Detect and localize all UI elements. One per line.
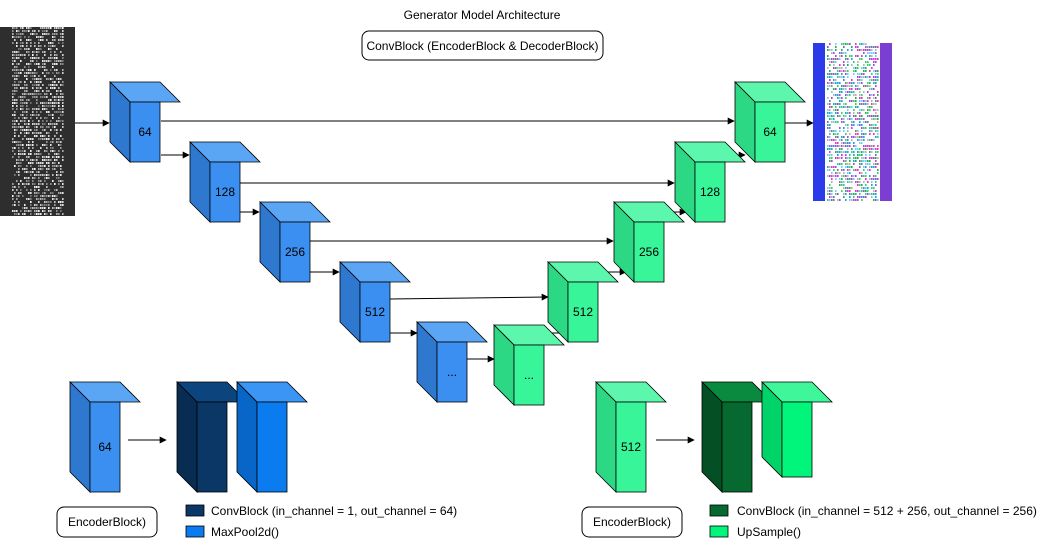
convblock-caption-box: ConvBlock (EncoderBlock & DecoderBlock) <box>361 30 604 61</box>
legend-encoder-convblock-cube <box>176 381 248 493</box>
legend-swatch <box>709 525 729 538</box>
legend-swatch <box>185 525 205 538</box>
legend-encoder-block: 64 <box>69 381 141 493</box>
legend-item-text: UpSample() <box>737 525 801 539</box>
diagram-title: Generator Model Architecture <box>404 8 561 22</box>
legend-decoder-convblock-cube <box>701 381 773 493</box>
legend-maxpool-cube <box>236 381 308 493</box>
legend-decoder-block: 512 <box>595 381 667 493</box>
encoder-block: 128 <box>189 141 261 223</box>
decoder-block-label: 64 <box>763 125 777 139</box>
encoder-block-label: 512 <box>365 305 385 319</box>
skip-arrow-512 <box>389 293 549 301</box>
encoder-block: 64 <box>109 81 181 163</box>
encoder-block-label: 64 <box>138 125 152 139</box>
connection-arrows <box>75 117 814 444</box>
legend-item-text: MaxPool2d() <box>211 525 279 539</box>
legend-item: ConvBlock (in_channel = 512 + 256, out_c… <box>709 504 1037 518</box>
decoder-block-label: 256 <box>639 245 659 259</box>
encoder-block: ... <box>416 321 488 403</box>
decoder-block-label: 512 <box>573 305 593 319</box>
legend-item-text: ConvBlock (in_channel = 512 + 256, out_c… <box>737 504 1037 518</box>
legend-decoder-block-label: 512 <box>621 440 641 454</box>
encoder-block: 256 <box>259 201 331 283</box>
input-spectrogram-image <box>0 27 75 216</box>
decoder-legend-box: EncoderBlock) <box>581 506 683 538</box>
legend-encoder-block-label: 64 <box>98 440 112 454</box>
decoder-block: 256 <box>613 201 685 283</box>
decoder-block: 128 <box>674 141 746 223</box>
encoder-legend-box-label: EncoderBlock) <box>68 515 146 529</box>
legend-item-text: ConvBlock (in_channel = 1, out_channel =… <box>211 504 457 518</box>
encoder-block-label: ... <box>447 365 457 379</box>
legend-swatch <box>185 504 205 517</box>
decoder-block-label: 128 <box>700 185 720 199</box>
decoder-legend-box-label: EncoderBlock) <box>593 515 671 529</box>
legend-item: UpSample() <box>709 525 801 539</box>
encoder-legend-box: EncoderBlock) <box>56 506 158 538</box>
legend-item: ConvBlock (in_channel = 1, out_channel =… <box>185 504 457 518</box>
legend-item: MaxPool2d() <box>185 525 279 539</box>
legend-swatch <box>709 504 729 517</box>
decoder-block: 512 <box>547 261 619 343</box>
decoder-block: ... <box>493 324 565 406</box>
encoder-block-label: 128 <box>215 185 235 199</box>
output-spectrogram-image <box>813 43 892 201</box>
decoder-block: 64 <box>734 81 806 163</box>
legend-upsample-cube <box>761 381 833 478</box>
convblock-caption-text: ConvBlock (EncoderBlock & DecoderBlock) <box>366 39 598 53</box>
encoder-block-label: 256 <box>285 245 305 259</box>
encoder-block: 512 <box>339 261 411 343</box>
decoder-block-label: ... <box>524 368 534 382</box>
